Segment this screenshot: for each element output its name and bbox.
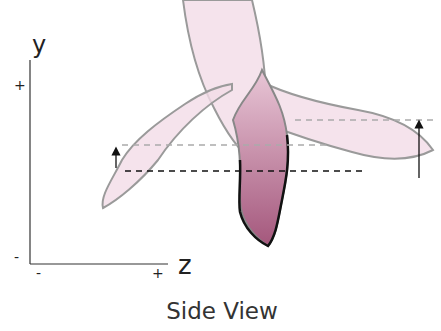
axis-sign: - xyxy=(36,266,41,280)
axis-name: z xyxy=(178,252,192,278)
raised-level-left xyxy=(122,144,330,145)
z-axis xyxy=(30,263,168,264)
caption: Side View xyxy=(166,300,278,323)
axis-sign: - xyxy=(14,250,19,264)
raised-level-right xyxy=(295,119,437,120)
axis-sign: + xyxy=(152,266,164,280)
axis-name: y xyxy=(32,33,46,57)
rest-level xyxy=(125,170,362,171)
front-finger-outline xyxy=(239,135,288,246)
axis-sign: + xyxy=(14,78,26,92)
large-lift-arrow xyxy=(418,124,419,178)
small-lift-arrow xyxy=(115,151,116,168)
left-finger xyxy=(103,84,232,208)
front-finger xyxy=(233,70,288,246)
y-axis xyxy=(29,60,30,264)
